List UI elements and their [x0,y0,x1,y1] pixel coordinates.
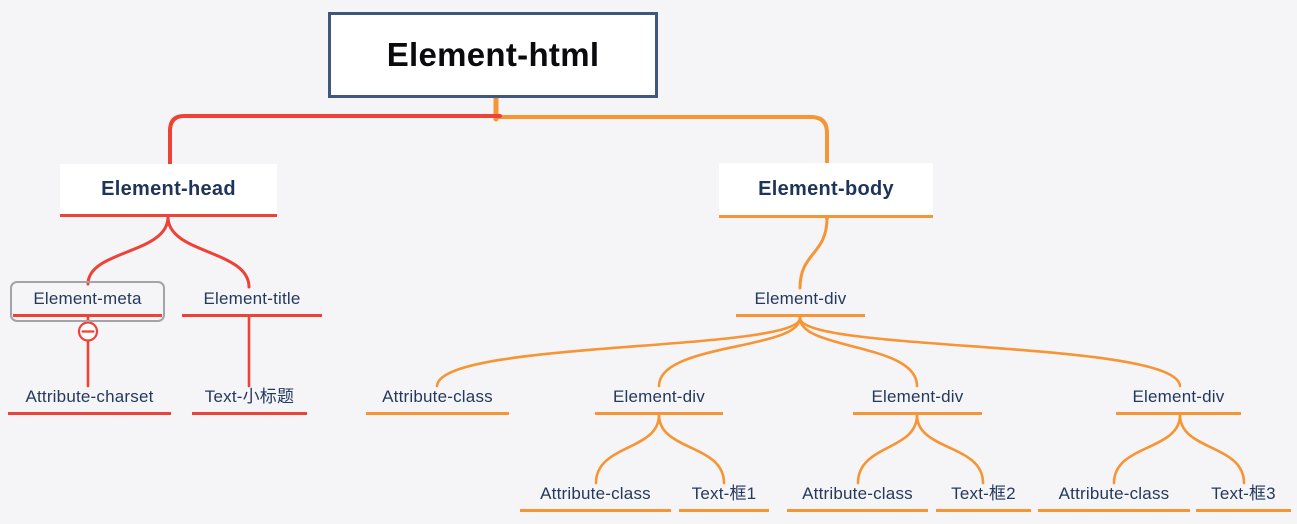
node-label: Element-head [101,177,236,200]
node-element-div-1[interactable]: Element-div [595,386,723,415]
node-text-box-3[interactable]: Text-框3 [1196,483,1291,512]
node-label: Element-html [386,36,600,73]
node-attribute-class-3[interactable]: Attribute-class [1038,483,1190,512]
edge-head-title [166,215,251,289]
edge-divmain-diva [657,316,802,388]
node-element-title[interactable]: Element-title [182,288,322,317]
edge-divb-attrclass [856,413,919,485]
edge-root-head [168,114,502,166]
node-text-subtitle[interactable]: Text-小标题 [192,386,307,415]
node-attribute-charset[interactable]: Attribute-charset [8,386,171,415]
edge-head-meta [86,215,170,286]
edge-root-body [494,115,829,220]
node-text-box-1[interactable]: Text-框1 [679,483,769,512]
edge-diva-text [657,413,726,485]
node-attribute-class-1[interactable]: Attribute-class [520,483,671,512]
node-element-meta[interactable]: Element-meta [13,288,162,317]
collapse-toggle-icon[interactable] [77,321,99,342]
edge-divc-text [1178,413,1246,485]
edge-diva-attrclass [594,413,661,485]
node-element-div-main[interactable]: Element-div [736,288,865,317]
edge-divc-attrclass [1112,413,1182,485]
node-element-body[interactable]: Element-body [719,163,933,218]
node-attribute-class-main[interactable]: Attribute-class [366,386,509,415]
edge-divmain-divb [798,316,919,388]
edge-divmain-attrclass [435,316,802,388]
node-label: Element-body [758,177,894,200]
node-attribute-class-2[interactable]: Attribute-class [787,483,928,512]
selection-frame [10,281,165,322]
node-element-div-3[interactable]: Element-div [1116,386,1241,415]
edge-divmain-divc [798,316,1182,388]
node-element-html[interactable]: Element-html [328,12,658,98]
edge-divb-text [915,413,985,485]
edge-body-divmain [798,216,829,290]
node-element-div-2[interactable]: Element-div [853,386,982,415]
node-text-box-2[interactable]: Text-框2 [936,483,1031,512]
node-element-head[interactable]: Element-head [60,164,277,217]
